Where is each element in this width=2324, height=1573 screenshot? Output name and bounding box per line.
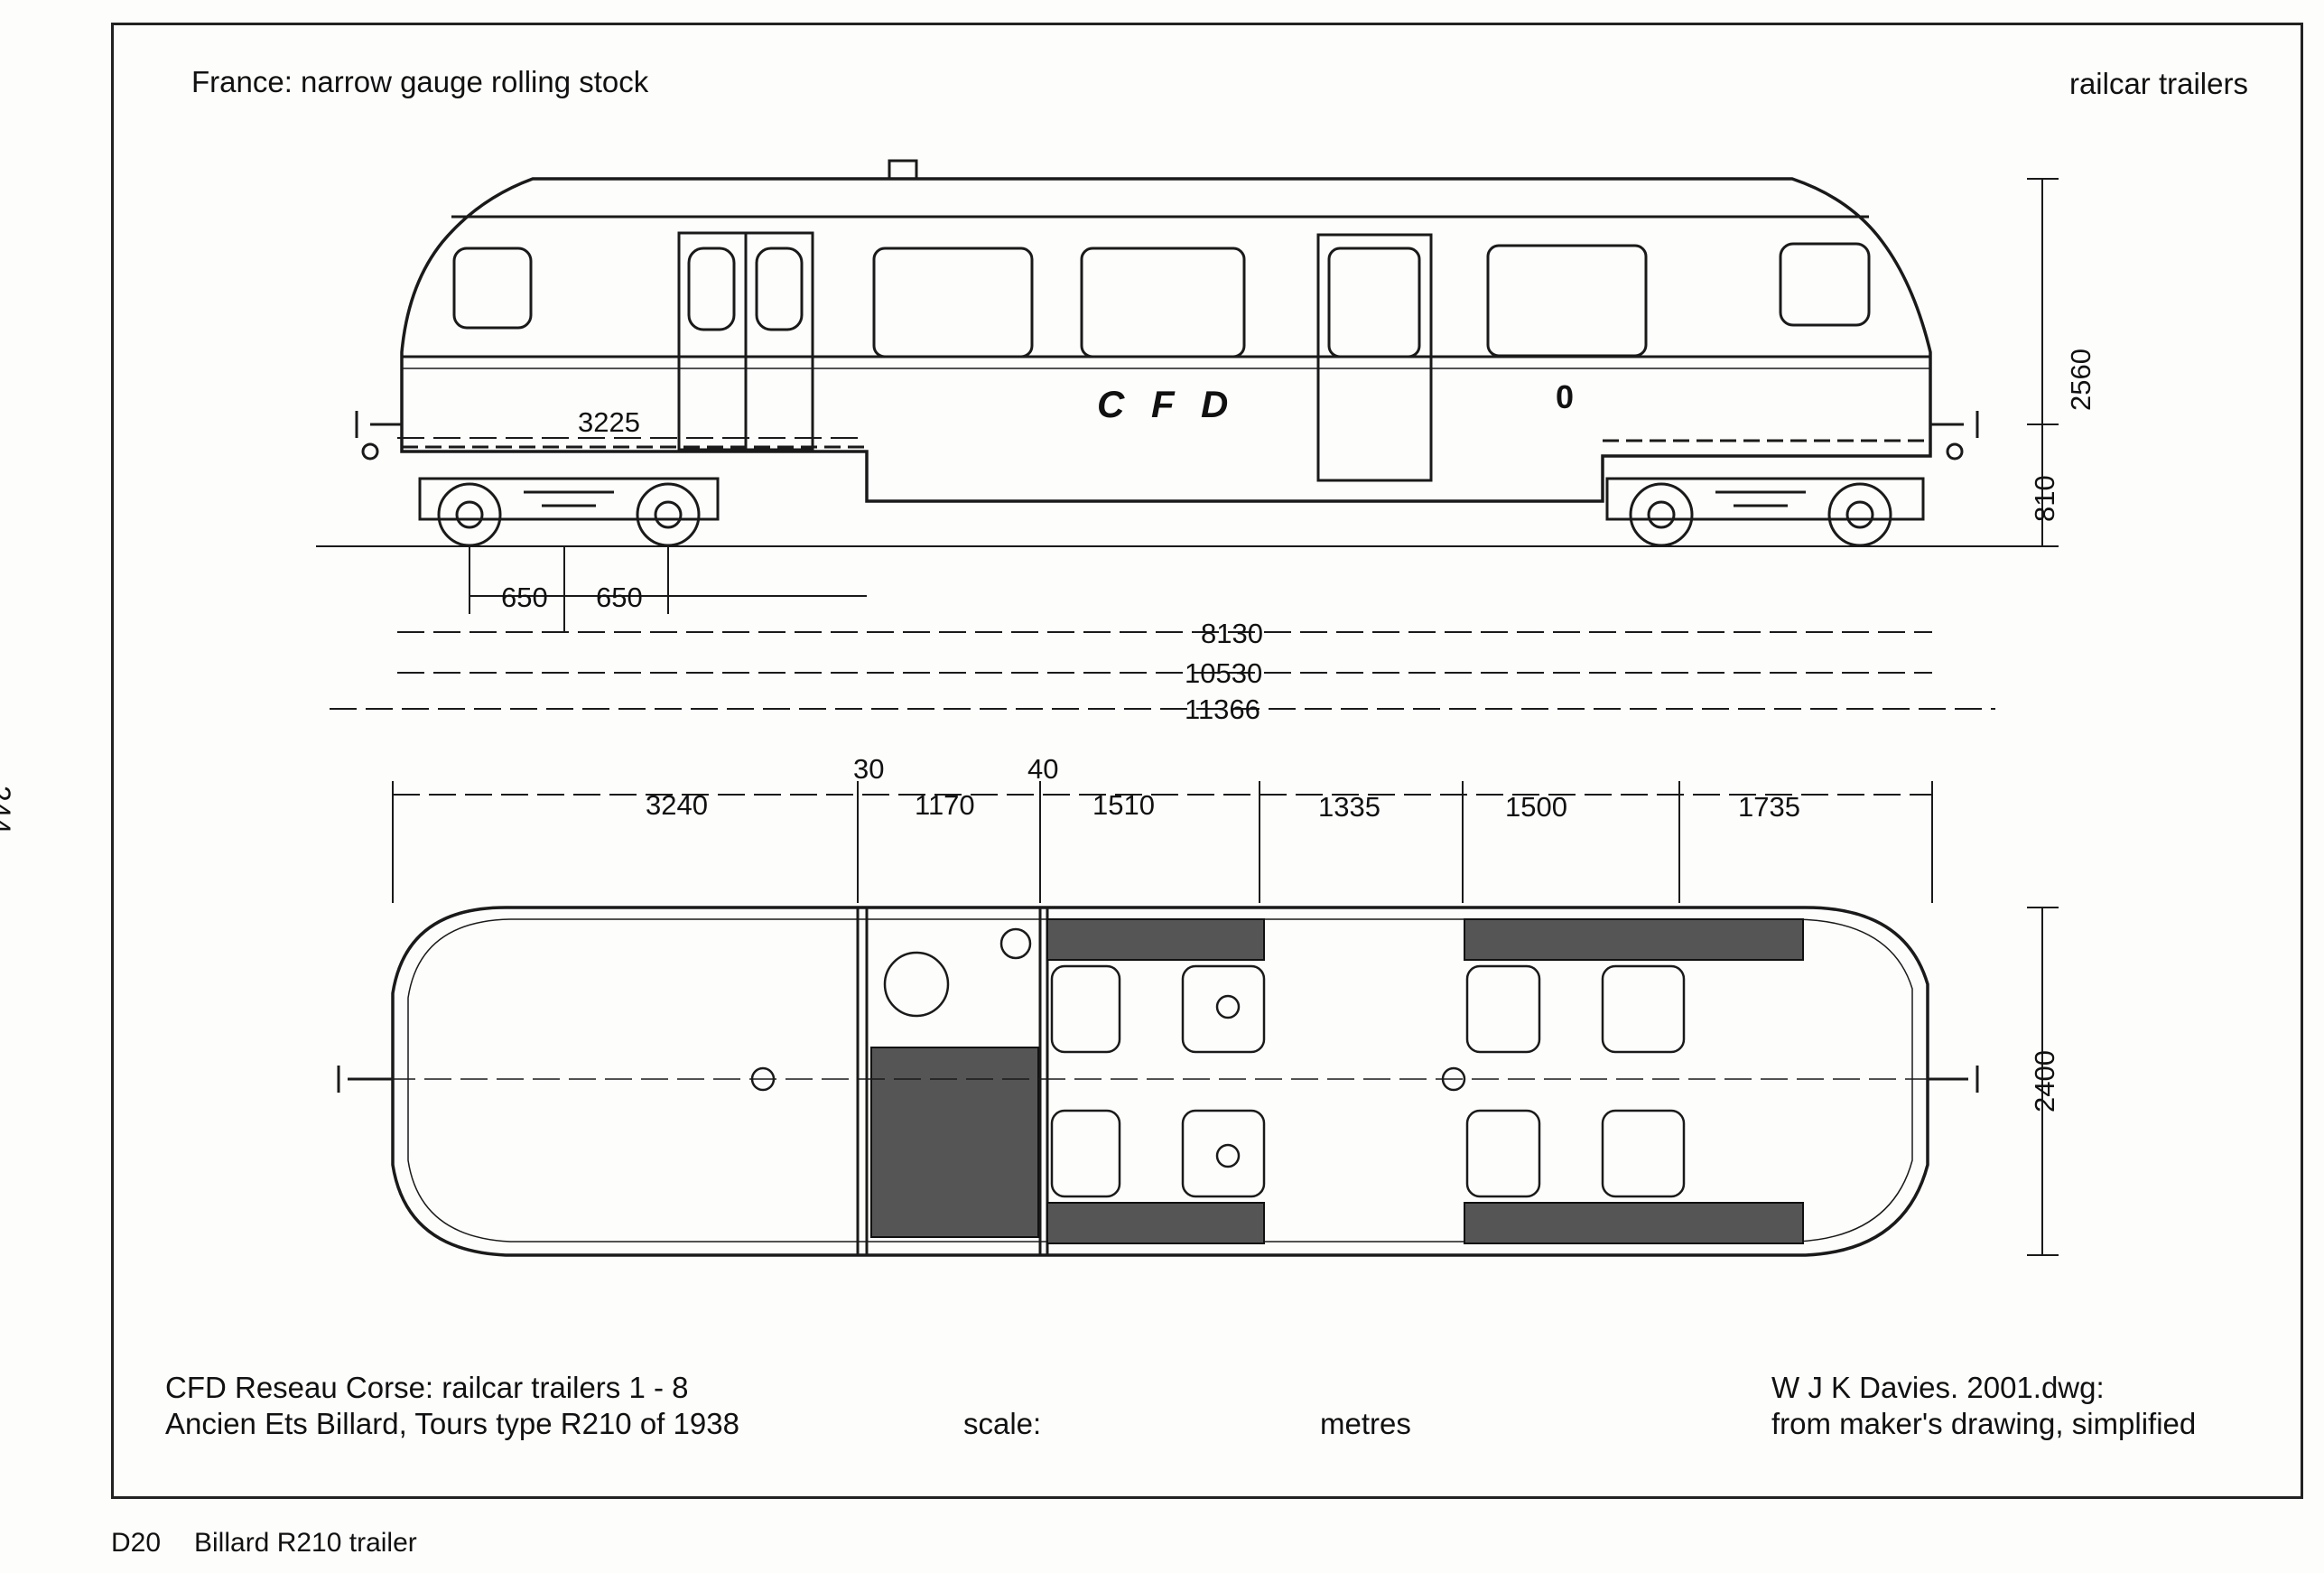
dim-axle-left: 650 (501, 582, 548, 613)
dim-door-offset: 3225 (578, 406, 640, 438)
plan-dimension-lines (392, 781, 2059, 1256)
dim-plan-seg-7: 1500 (1505, 791, 1567, 823)
footer-title-line1: CFD Reseau Corse: railcar trailers 1 - 8 (165, 1371, 689, 1404)
car-number: 0 (1556, 378, 1574, 415)
plate-code: D20 (111, 1528, 162, 1558)
dim-axle-right: 650 (596, 582, 643, 613)
side-elevation (316, 159, 2050, 547)
dim-plan-seg-1: 3240 (646, 789, 708, 821)
dim-plan-seg-6: 1335 (1318, 791, 1380, 823)
header-left-title: France: narrow gauge rolling stock (191, 65, 649, 98)
dim-height: 2560 (2065, 349, 2096, 411)
car-letter-c: C (1097, 383, 1125, 425)
dim-plan-seg-8: 1735 (1738, 791, 1800, 823)
dim-bogie-centres: 8130 (1201, 618, 1263, 649)
dim-plan-seg-3: 1170 (915, 789, 975, 821)
author-line2: from maker's drawing, simplified (1771, 1407, 2197, 1440)
scale-label: scale: (963, 1407, 1042, 1440)
side-dimension-lines (330, 178, 2059, 710)
dim-length-over-buffers: 11366 (1185, 693, 1260, 725)
dim-plan-seg-2: 30 (853, 753, 884, 785)
dim-plan-seg-4: 40 (1027, 753, 1058, 785)
drawing-border (111, 23, 2303, 1499)
author-line1: W J K Davies. 2001.dwg: (1771, 1371, 2105, 1404)
dim-plan-width: 2400 (2029, 1050, 2060, 1112)
header-right-title: railcar trailers (2068, 67, 2248, 100)
scale-unit: metres (1320, 1407, 1411, 1440)
dim-floor-height: 810 (2029, 475, 2060, 522)
footer-title-line2: Ancien Ets Billard, Tours type R210 of 1… (165, 1407, 739, 1440)
car-letter-d: D (1201, 383, 1228, 425)
dim-plan-seg-5: 1510 (1092, 789, 1155, 821)
car-letter-f: F (1151, 383, 1176, 425)
dim-body-length: 10530 (1185, 657, 1262, 689)
plate-title: Billard R210 trailer (194, 1528, 417, 1558)
plan-view (337, 906, 1979, 1257)
